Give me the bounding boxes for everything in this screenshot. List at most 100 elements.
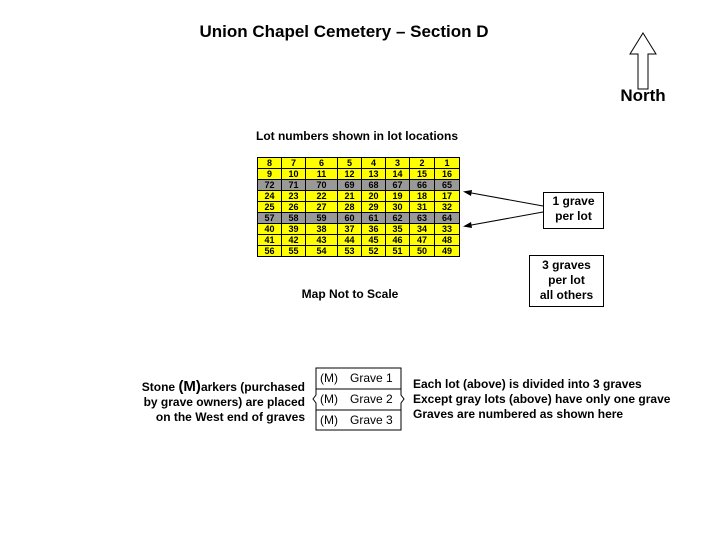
lot-cell: 5 [337,157,362,169]
lot-cell: 31 [409,201,435,213]
lot-cell: 49 [434,245,460,257]
lot-cell: 30 [385,201,410,213]
lot-cell: 53 [337,245,362,257]
lot-cell: 42 [281,234,306,246]
grave-row-3: (M) Grave 3 [312,410,405,430]
lot-cell: 1 [434,157,460,169]
lot-cell: 9 [257,168,282,180]
lot-cell: 21 [337,190,362,202]
lot-cell: 19 [385,190,410,202]
lot-cell: 47 [409,234,435,246]
lot-cell: 38 [305,223,338,235]
lot-cell: 37 [337,223,362,235]
grave-marker: (M) [320,392,338,406]
one-grave-line2: per lot [555,209,592,223]
lot-cell: 6 [305,157,338,169]
lot-cell: 39 [281,223,306,235]
lot-cell: 23 [281,190,306,202]
lot-cell: 35 [385,223,410,235]
grave-label: Grave 1 [350,371,393,385]
lot-cell: 17 [434,190,460,202]
grave-note-line3: Graves are numbered as shown here [413,407,624,421]
three-graves-line1: 3 graves [542,258,591,272]
grave-diagram: (M) Grave 1 (M) Grave 2 (M) Grave 3 [312,367,405,431]
grave-row-2: (M) Grave 2 [312,389,405,409]
lot-cell: 25 [257,201,282,213]
grave-label: Grave 2 [350,392,393,406]
lot-cell: 57 [257,212,282,224]
grave-note-line2: Except gray lots (above) have only one g… [413,392,671,406]
lot-cell: 10 [281,168,306,180]
marker-note-pre: Stone [141,380,179,394]
north-label: North [620,86,666,105]
lot-cell: 14 [385,168,410,180]
scale-note: Map Not to Scale [301,287,399,301]
marker-note-line1: Stone (M)arkers (purchased [130,379,305,395]
one-grave-line1: 1 grave [552,194,595,208]
one-grave-callout: 1 grave per lot [543,192,604,229]
grave-marker: (M) [320,371,338,385]
lot-cell: 43 [305,234,338,246]
lot-cell: 59 [305,212,338,224]
grave-label: Grave 3 [350,413,393,427]
lot-cell: 58 [281,212,306,224]
grave-note-line1: Each lot (above) is divided into 3 grave… [413,377,642,391]
lot-cell: 52 [361,245,386,257]
lot-cell: 26 [281,201,306,213]
three-graves-line3: all others [539,288,594,302]
lot-cell: 16 [434,168,460,180]
lot-cell: 46 [385,234,410,246]
lot-cell: 56 [257,245,282,257]
lot-cell: 24 [257,190,282,202]
lot-cell: 54 [305,245,338,257]
grave-bracket-lines [312,367,405,431]
three-graves-line2: per lot [548,273,585,287]
lot-cell: 71 [281,179,306,191]
lot-cell: 27 [305,201,338,213]
grave-row-1: (M) Grave 1 [312,368,405,388]
lot-cell: 63 [409,212,435,224]
lot-cell: 3 [385,157,410,169]
grave-marker: (M) [320,413,338,427]
lot-cell: 7 [281,157,306,169]
lot-cell: 33 [434,223,460,235]
lot-cell: 32 [434,201,460,213]
page-title: Union Chapel Cemetery – Section D [199,22,489,41]
lot-cell: 15 [409,168,435,180]
lot-cell: 29 [361,201,386,213]
lot-cell: 8 [257,157,282,169]
arrowhead-row-57 [463,222,472,228]
lot-cell: 67 [385,179,410,191]
lot-cell: 66 [409,179,435,191]
lot-cell: 18 [409,190,435,202]
arrow-to-row-72 [465,191,544,207]
lot-cell: 20 [361,190,386,202]
lot-cell: 34 [409,223,435,235]
lot-cell: 69 [337,179,362,191]
lot-cell: 4 [361,157,386,169]
marker-note-rest: arkers (purchased [200,380,305,394]
lot-cell: 28 [337,201,362,213]
lot-cell: 22 [305,190,338,202]
lot-cell: 13 [361,168,386,180]
lot-cell: 50 [409,245,435,257]
lot-cell: 51 [385,245,410,257]
arrowhead-row-72 [463,190,472,196]
lot-cell: 44 [337,234,362,246]
lot-cell: 40 [257,223,282,235]
lot-cell: 70 [305,179,338,191]
lot-cell: 61 [361,212,386,224]
lot-cell: 11 [305,168,338,180]
lot-cell: 55 [281,245,306,257]
grave-note: Each lot (above) is divided into 3 grave… [413,377,713,422]
lot-cell: 12 [337,168,362,180]
